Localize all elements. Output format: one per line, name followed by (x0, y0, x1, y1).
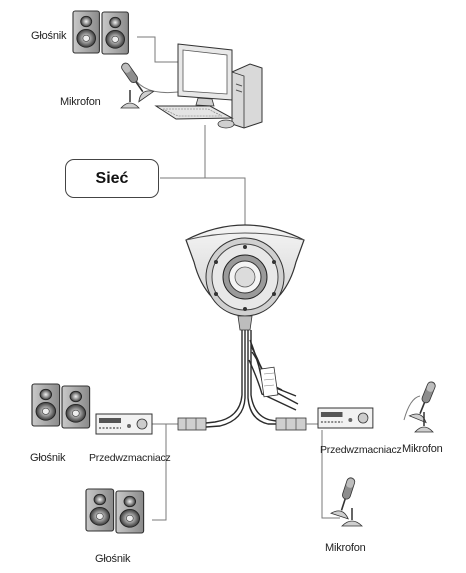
microphone-icon (408, 377, 442, 424)
speaker-pair-icon (31, 383, 91, 429)
dome-camera-icon (185, 224, 305, 331)
preamplifier-icon (95, 413, 153, 435)
microphone-icon (330, 474, 362, 520)
microphone-label-right: Mikrofon (402, 443, 443, 455)
speaker-label-top: Głośnik (31, 30, 67, 42)
microphone-label-bottom: Mikrofon (325, 542, 366, 554)
speaker-label-left: Głośnik (30, 452, 66, 464)
cable-connector-icon (177, 417, 307, 431)
computer-icon (154, 43, 263, 129)
microphone-label-top: Mikrofon (60, 96, 101, 108)
microphone-icon (115, 57, 155, 103)
speaker-pair-icon (72, 10, 129, 55)
preamplifier-label-right: Przedwzmacniacz (320, 444, 402, 456)
network-box: Sieć (65, 159, 159, 198)
network-label: Sieć (95, 169, 129, 187)
speaker-pair-icon (85, 488, 145, 534)
preamplifier-icon (317, 407, 374, 429)
cable-bundle (205, 330, 299, 428)
speaker-label-bottom: Głośnik (95, 553, 131, 565)
preamplifier-label-left: Przedwzmacniacz (89, 452, 171, 464)
